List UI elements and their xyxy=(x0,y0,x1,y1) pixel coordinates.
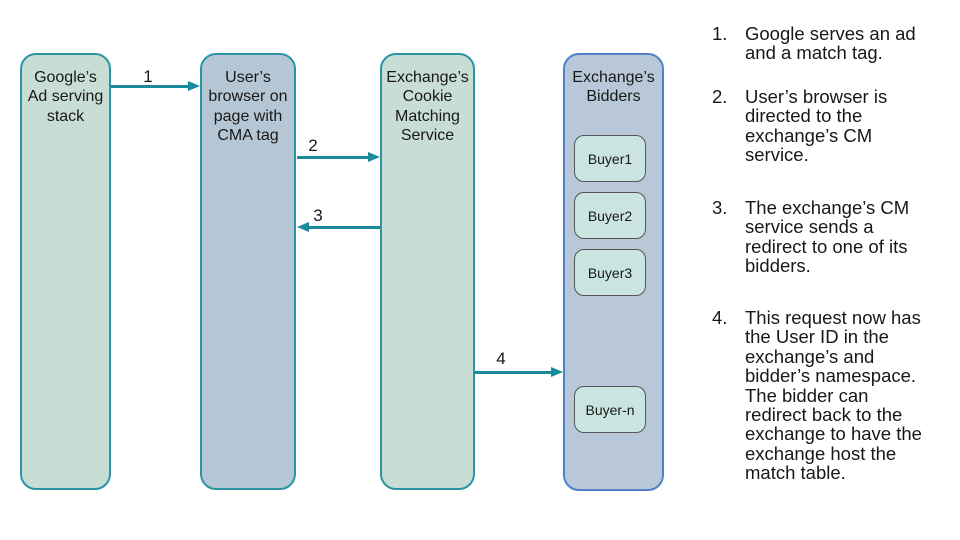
arrow-3-head-icon xyxy=(297,222,309,232)
step-number: 2. xyxy=(712,86,728,107)
node-buyer-3: Buyer3 xyxy=(574,249,646,296)
buyer-label: Buyer2 xyxy=(587,207,633,224)
step-item-2: 2. User’s browser is directed to the exc… xyxy=(712,87,954,165)
step-item-1: 1. Google serves an ad and a match tag. xyxy=(712,24,954,63)
node-buyer-2: Buyer2 xyxy=(574,192,646,239)
arrow-1-head-icon xyxy=(188,81,200,91)
step-text: User’s browser is directed to the exchan… xyxy=(745,86,888,166)
node-label: Exchange’s Bidders xyxy=(572,69,655,106)
arrow-4-label: 4 xyxy=(496,349,506,368)
buyer-label: Buyer1 xyxy=(587,150,633,167)
node-users-browser: User’s browser on page with CMA tag xyxy=(200,53,296,490)
node-exchange-cookie-matching-service: Exchange’s Cookie Matching Service xyxy=(380,53,475,490)
buyer-label: Buyer3 xyxy=(587,264,633,281)
arrow-4-head-icon xyxy=(551,367,563,377)
node-label: User’s browser on page with CMA tag xyxy=(208,69,288,145)
step-number: 1. xyxy=(712,23,728,44)
step-text: Google serves an ad and a match tag. xyxy=(745,23,916,64)
arrow-2-head-icon xyxy=(368,152,380,162)
arrow-4-line xyxy=(475,371,551,374)
arrow-2-label: 2 xyxy=(308,136,318,155)
arrow-3-line xyxy=(309,226,380,229)
arrow-1-line xyxy=(111,85,188,88)
step-text: This request now has the User ID in the … xyxy=(745,307,922,484)
node-label: Google’s Ad serving stack xyxy=(27,69,104,125)
node-buyer-1: Buyer1 xyxy=(574,135,646,182)
arrow-3-label: 3 xyxy=(313,206,323,225)
node-buyer-n: Buyer-n xyxy=(574,386,646,433)
step-item-3: 3. The exchange’s CM service sends a red… xyxy=(712,198,954,276)
node-google-ad-serving-stack: Google’s Ad serving stack xyxy=(20,53,111,490)
step-number: 4. xyxy=(712,307,728,328)
arrow-1-label: 1 xyxy=(143,67,153,86)
arrow-2-line xyxy=(297,156,368,159)
step-item-4: 4. This request now has the User ID in t… xyxy=(712,308,954,483)
step-number: 3. xyxy=(712,197,728,218)
node-label: Exchange’s Cookie Matching Service xyxy=(386,69,469,145)
buyer-label: Buyer-n xyxy=(585,401,635,418)
step-text: The exchange’s CM service sends a redire… xyxy=(745,197,910,277)
